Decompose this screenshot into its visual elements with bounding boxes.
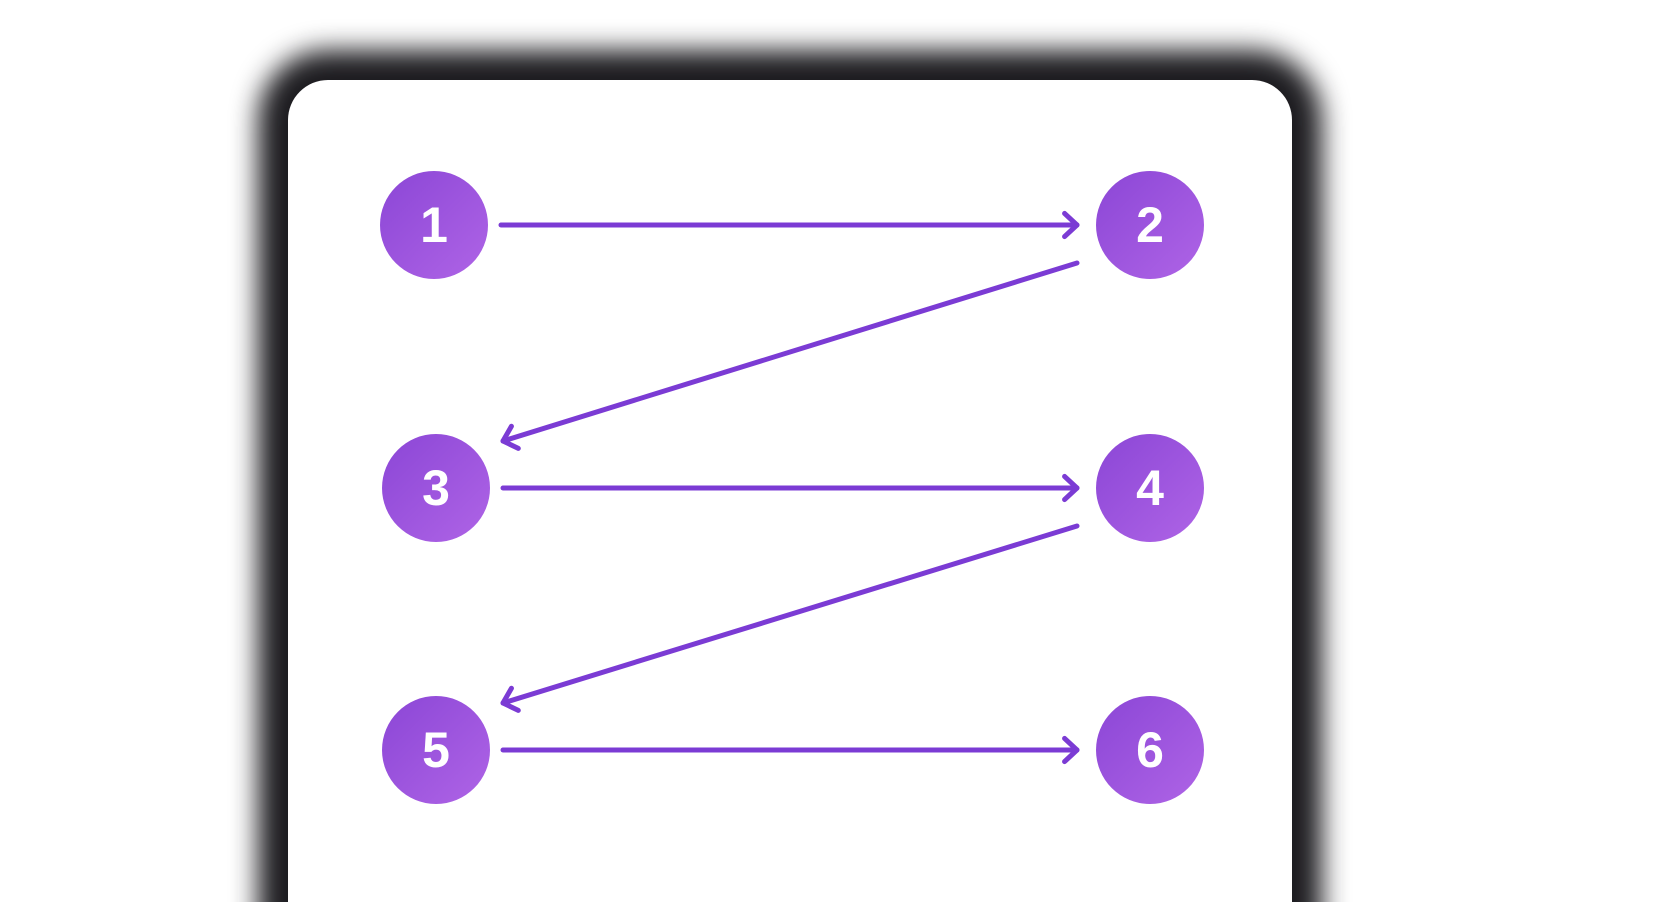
- node-5: 5: [382, 696, 490, 804]
- node-4: 4: [1096, 434, 1204, 542]
- node-label: 6: [1136, 722, 1164, 778]
- node-2: 2: [1096, 171, 1204, 279]
- node-label: 1: [420, 197, 448, 253]
- node-label: 5: [422, 722, 450, 778]
- node-3: 3: [382, 434, 490, 542]
- node-label: 2: [1136, 197, 1164, 253]
- node-label: 4: [1136, 460, 1164, 516]
- node-label: 3: [422, 460, 450, 516]
- node-1: 1: [380, 171, 488, 279]
- node-6: 6: [1096, 696, 1204, 804]
